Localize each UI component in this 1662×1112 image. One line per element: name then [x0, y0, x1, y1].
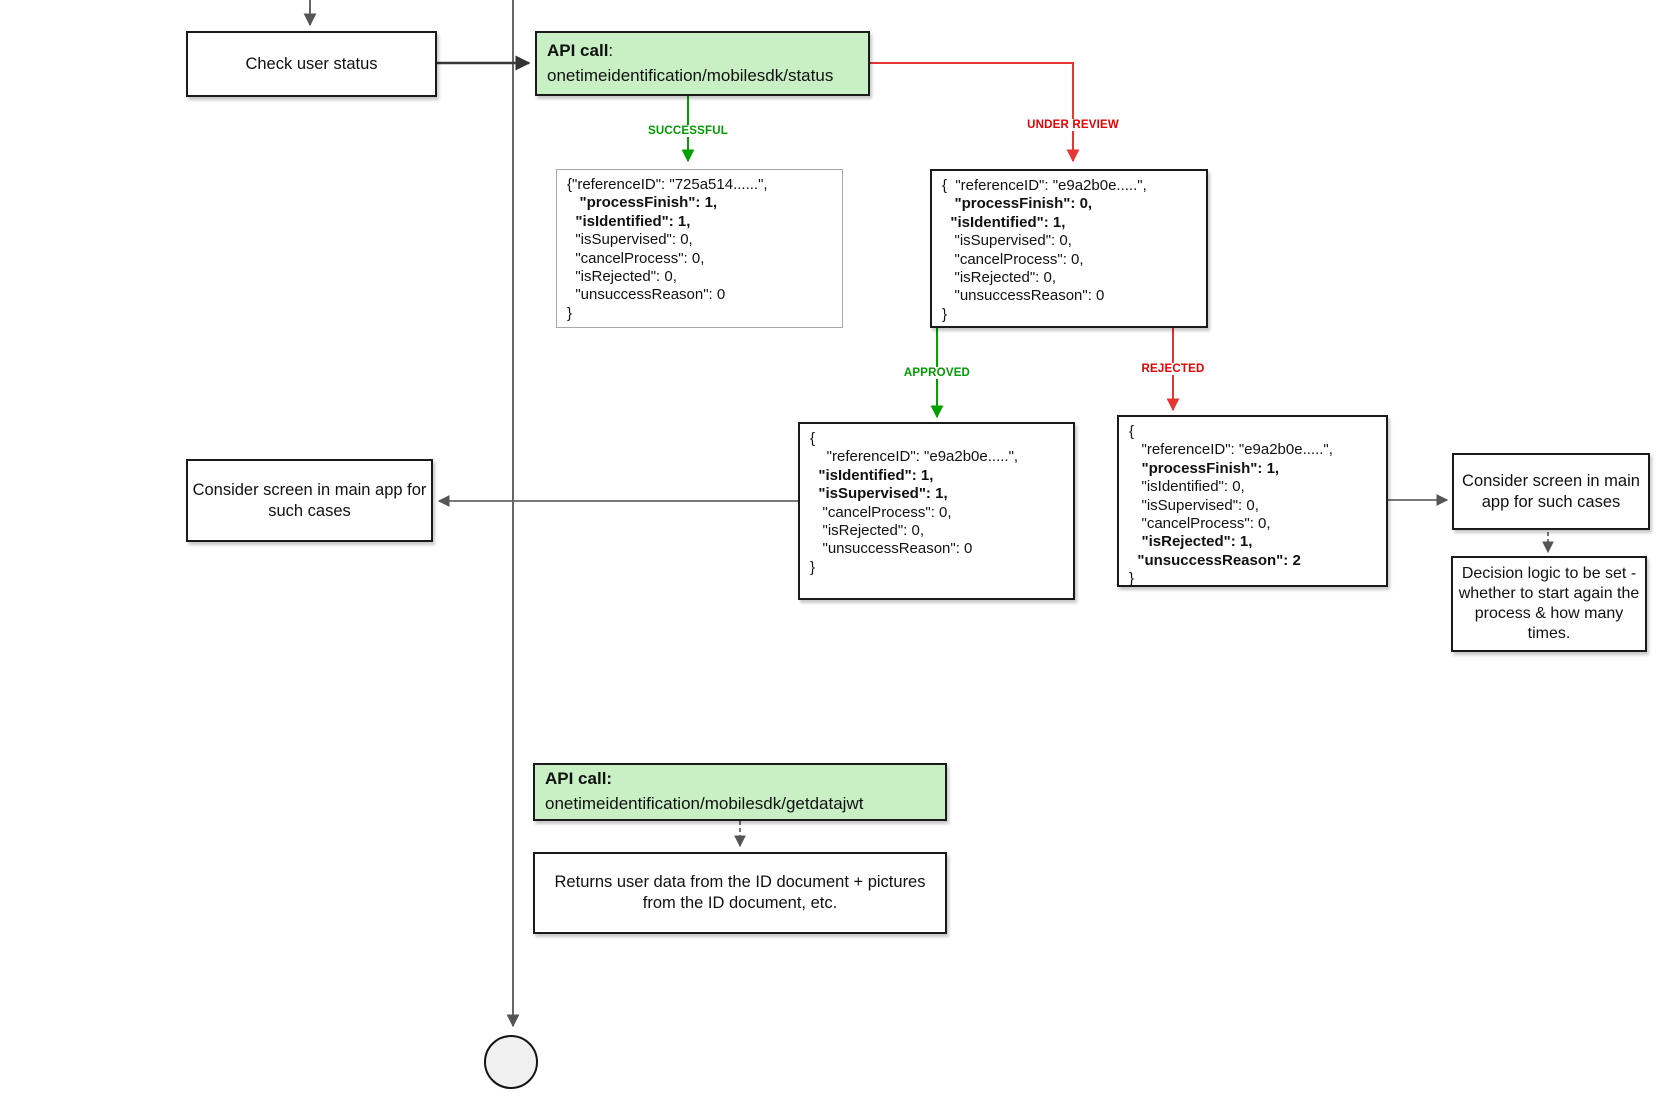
- json-line: "isRejected": 1,: [1129, 533, 1253, 551]
- decision-logic-label: Decision logic to be set - whether to st…: [1458, 565, 1640, 642]
- api-call-status-path: onetimeidentification/mobilesdk/status: [547, 65, 834, 85]
- json-line: }: [567, 304, 573, 322]
- edge-label-approved: APPROVED: [900, 367, 974, 379]
- json-line: "cancelProcess": 0,: [1129, 515, 1271, 533]
- json-line: "processFinish": 0,: [942, 195, 1093, 213]
- json-line: { "referenceID": "e9a2b0e.....",: [942, 177, 1147, 194]
- json-response-successful: {"referenceID": "725a514......", "proces…: [556, 169, 843, 328]
- check-user-status-label: Check user status: [245, 54, 378, 73]
- json-line: "unsuccessReason": 0: [942, 287, 1105, 305]
- json-line: "cancelProcess": 0,: [567, 249, 705, 267]
- json-line: "referenceID": "e9a2b0e.....",: [1129, 441, 1333, 459]
- json-line: "unsuccessReason": 0: [567, 286, 726, 304]
- json-line: "isRejected": 0,: [567, 268, 677, 286]
- consider-screen-right-node: Consider screen in main app for such cas…: [1452, 453, 1650, 530]
- decision-logic-node: Decision logic to be set - whether to st…: [1451, 556, 1647, 652]
- end-node-circle: [484, 1035, 538, 1089]
- api-call-title: API call: [547, 40, 609, 60]
- json-line: "isIdentified": 1,: [810, 466, 934, 484]
- json-line: "isIdentified": 1,: [567, 212, 691, 230]
- json-line: "referenceID": "e9a2b0e.....",: [810, 448, 1019, 466]
- edge-label-successful: SUCCESSFUL: [645, 125, 731, 137]
- json-line: "isRejected": 0,: [810, 522, 925, 540]
- json-line: "isIdentified": 1,: [942, 213, 1066, 231]
- json-line: {: [1129, 423, 1135, 440]
- json-line: "isSupervised": 1,: [810, 485, 948, 503]
- json-line: {"referenceID": "725a514......",: [567, 176, 768, 193]
- json-line: {: [810, 430, 816, 447]
- json-line: "isSupervised": 0,: [567, 231, 693, 249]
- json-response-under-review: { "referenceID": "e9a2b0e.....", "proces…: [930, 169, 1208, 328]
- json-line: "processFinish": 1,: [567, 194, 718, 212]
- api-call-colon: :: [608, 40, 614, 60]
- edge-label-rejected: REJECTED: [1138, 363, 1208, 375]
- edge-label-under-review: UNDER REVIEW: [1024, 119, 1122, 131]
- json-line: }: [942, 305, 948, 323]
- json-line: "isIdentified": 0,: [1129, 478, 1245, 496]
- api-call-status-title-line: API call:: [547, 39, 833, 64]
- json-line: }: [1129, 570, 1135, 588]
- api-call-getdata-path: onetimeidentification/mobilesdk/getdataj…: [545, 794, 864, 813]
- json-line: "unsuccessReason": 0: [810, 540, 973, 558]
- consider-screen-right-label: Consider screen in main app for such cas…: [1462, 471, 1640, 511]
- check-user-status-node: Check user status: [186, 31, 437, 97]
- api-call-status-node: API call: onetimeidentification/mobilesd…: [535, 31, 870, 96]
- arrow-under-review: [870, 62, 1080, 163]
- json-response-rejected: { "referenceID": "e9a2b0e.....", "proces…: [1117, 415, 1388, 587]
- json-line: "cancelProcess": 0,: [810, 503, 952, 521]
- consider-screen-left-label: Consider screen in main app for such cas…: [192, 480, 427, 520]
- returns-user-data-node: Returns user data from the ID document +…: [533, 852, 947, 934]
- returns-user-data-label: Returns user data from the ID document +…: [554, 873, 926, 912]
- json-line: "isRejected": 0,: [942, 269, 1057, 287]
- consider-screen-left-node: Consider screen in main app for such cas…: [186, 459, 433, 542]
- json-line: "unsuccessReason": 2: [1129, 551, 1301, 569]
- json-line: "isSupervised": 0,: [942, 232, 1072, 250]
- json-line: "processFinish": 1,: [1129, 459, 1280, 477]
- json-line: "cancelProcess": 0,: [942, 250, 1084, 268]
- json-line: "isSupervised": 0,: [1129, 496, 1259, 514]
- json-response-approved: { "referenceID": "e9a2b0e.....", "isIden…: [798, 422, 1075, 600]
- api-call-getdata-node: API call: onetimeidentification/mobilesd…: [533, 763, 947, 821]
- api-call-getdata-title: API call:: [545, 769, 613, 789]
- json-line: }: [810, 558, 816, 576]
